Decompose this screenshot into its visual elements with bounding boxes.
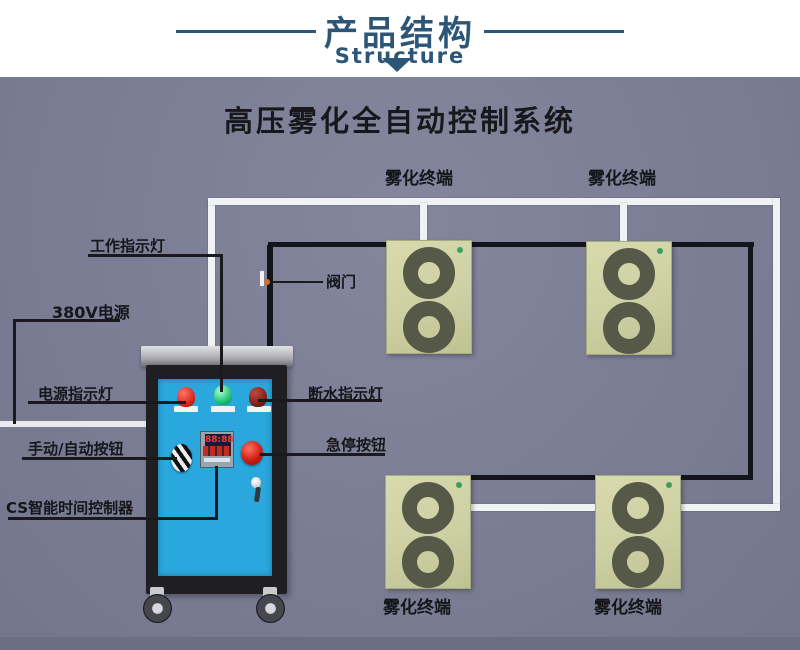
callout-line-380v [13,319,120,322]
header-banner: 产品结构 Structure [0,0,800,77]
caster-fork [150,587,164,597]
callout-line-380v [13,319,16,424]
label-power-light: 电源指示灯 [38,385,114,403]
nozzle-ring-icon [402,482,454,534]
callout-line-cs-timer [8,517,218,520]
emergency-stop-button [241,441,263,465]
water-pipe-right-drop [773,198,780,511]
callout-line-work-light [88,254,223,257]
valve-dot-icon [264,279,270,285]
label-water-light: 断水指示灯 [308,385,384,403]
header-divider-left [176,30,316,33]
label-manual-auto: 手动/自动按钮 [28,440,124,458]
callout-line-water-light [258,399,382,402]
terminal-label: 雾化终端 [383,598,451,618]
valve-marker [260,271,264,286]
caster-fork [263,587,277,597]
diagram-title: 高压雾化全自动控制系统 [223,104,576,138]
callout-line-power-light [28,401,186,404]
power-indicator-light [177,387,195,407]
atomizer-terminal-top-left [386,240,472,354]
water-pipe-terminal2-drop [620,203,627,247]
indicator-base [174,406,198,412]
nozzle-ring-icon [603,248,655,300]
valve-feed-line [267,245,273,353]
nozzle-ring-icon [403,247,455,299]
nozzle-ring-icon [402,536,454,588]
timer-label-strip [204,458,230,462]
callout-line-work-light [220,254,223,392]
label-valve: 阀门 [326,273,357,291]
nozzle-ring-icon [603,302,655,354]
work-indicator-light [214,385,232,405]
label-estop: 急停按钮 [326,436,387,454]
water-pipe-top-run [208,198,780,205]
header-divider-right [484,30,624,33]
callout-line-valve [271,281,323,283]
label-380v-power: 380V电源 [52,303,130,322]
cabinet-steel-top [141,346,293,367]
callout-line-estop [260,453,385,456]
cs-timer-controller: 88:88 [200,431,234,468]
callout-line-manual-auto [22,457,177,460]
manual-auto-knob [171,444,192,472]
control-cable-right-drop [748,242,753,480]
photo-bottom-strip [0,637,800,650]
indicator-base [247,406,271,412]
down-arrow-icon [382,58,412,72]
control-cable-top-run [268,242,754,247]
atomizer-terminal-bottom-right [595,475,681,589]
nozzle-ring-icon [403,301,455,353]
atomizer-terminal-top-right [586,241,672,355]
nozzle-ring-icon [612,536,664,588]
caster-wheel [256,594,285,623]
page-title: 产品结构 [324,14,476,54]
status-dot-icon [456,482,462,488]
water-pipe-cabinet-riser [208,201,215,357]
cabinet-key [251,477,261,488]
terminal-label: 雾化终端 [588,169,656,189]
terminal-label: 雾化终端 [385,169,453,189]
status-dot-icon [657,248,663,254]
timer-buttons [203,446,231,456]
nozzle-ring-icon [612,482,664,534]
atomizer-terminal-bottom-left [385,475,471,589]
status-dot-icon [457,247,463,253]
status-dot-icon [666,482,672,488]
control-cable-bottom-run [430,475,753,480]
caster-wheel [143,594,172,623]
label-work-light: 工作指示灯 [90,237,166,255]
label-cs-timer: CS智能时间控制器 [6,499,134,517]
timer-display: 88:88 [205,434,234,446]
power-feed-cable [0,421,148,427]
callout-line-cs-timer [215,466,218,520]
water-pipe-terminal1-drop [420,203,427,247]
terminal-label: 雾化终端 [594,598,662,618]
indicator-base [211,406,235,412]
water-cut-indicator-light [249,387,267,407]
